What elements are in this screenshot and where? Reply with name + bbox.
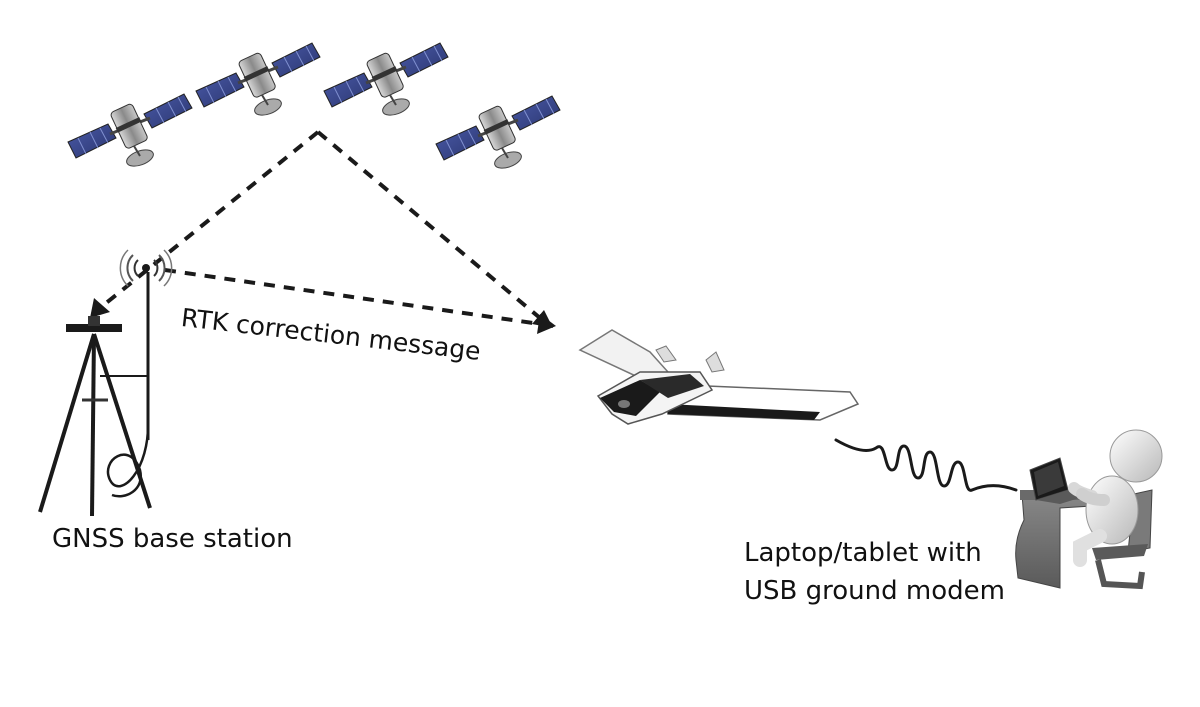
- gnss-tripod-icon: [38, 272, 152, 517]
- laptop-label-line1: Laptop/tablet with: [744, 538, 982, 568]
- person-laptop-icon: [1015, 429, 1163, 590]
- base-station-label: GNSS base station: [52, 524, 293, 554]
- antenna-signal-icon: [119, 249, 173, 287]
- laptop-label-line2: USB ground modem: [744, 576, 1005, 606]
- radio-link-icon: [834, 438, 1018, 492]
- satellite-icon-3: [322, 41, 450, 120]
- satellite-icon-1: [66, 92, 194, 171]
- satellite-to-base-arrow: [90, 130, 320, 318]
- fixed-wing-drone-icon: [578, 329, 860, 425]
- rtk-correction-arrow: [164, 268, 556, 334]
- laptop-label: Laptop/tablet with USB ground modem: [744, 534, 1005, 610]
- satellite-icon-4: [434, 94, 562, 173]
- satellite-icon-2: [194, 41, 322, 120]
